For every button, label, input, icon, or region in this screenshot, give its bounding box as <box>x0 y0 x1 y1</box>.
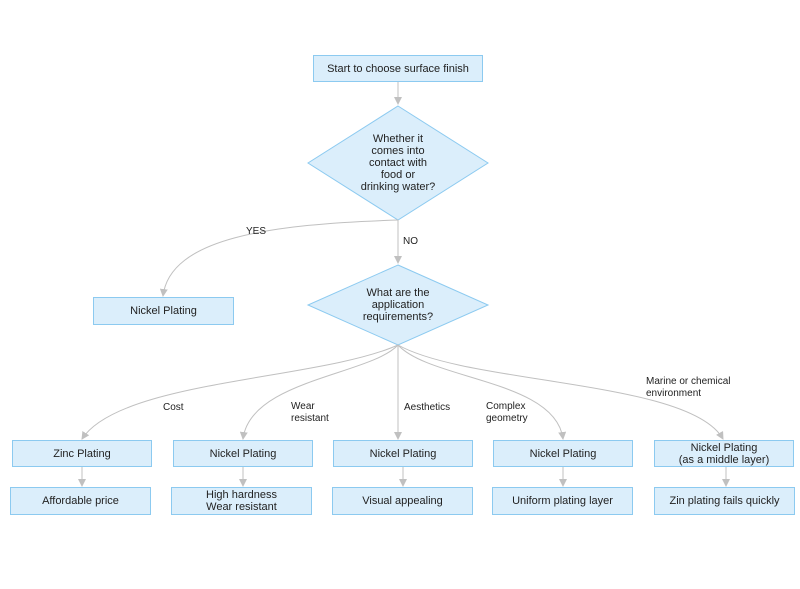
start-box: Start to choose surface finish <box>313 55 483 82</box>
branch-label-complex: Complex geometry <box>486 401 528 424</box>
result-box-aesthetics: Visual appealing <box>332 487 473 515</box>
start-label: Start to choose surface finish <box>327 62 469 75</box>
finish-label: Nickel Plating <box>369 447 437 460</box>
finish-label: Nickel Plating <box>209 447 277 460</box>
decision-application-text: What are the application requirements? <box>362 287 434 323</box>
finish-label: Zinc Plating <box>53 447 111 460</box>
connector-wear <box>239 344 399 440</box>
result-box-complex: Uniform plating layer <box>492 487 633 515</box>
finish-label: Nickel Plating (as a middle layer) <box>678 441 770 466</box>
result-label: Visual appealing <box>362 495 443 507</box>
finish-box-complex: Nickel Plating <box>493 440 633 467</box>
result-label: Affordable price <box>42 495 119 507</box>
finish-box-cost: Zinc Plating <box>12 440 152 467</box>
yes-label: YES <box>246 226 267 237</box>
yes-result-label: Nickel Plating <box>130 305 197 317</box>
result-box-cost: Affordable price <box>10 487 151 515</box>
branch-label-marine: Marine or chemical environment <box>646 376 731 399</box>
connector-yes <box>159 219 399 297</box>
no-label: NO <box>403 236 418 247</box>
connector-cost <box>81 344 399 440</box>
connector-complex <box>397 344 567 440</box>
result-box-wear: High hardness Wear resistant <box>171 487 312 515</box>
finish-box-marine: Nickel Plating (as a middle layer) <box>654 440 794 467</box>
branch-label-aesthetics: Aesthetics <box>404 402 451 413</box>
branch-label-wear: Wear resistant <box>291 401 329 424</box>
finish-label: Nickel Plating <box>529 447 597 460</box>
finish-box-aesthetics: Nickel Plating <box>333 440 473 467</box>
branch-label-cost: Cost <box>163 402 184 413</box>
result-label: High hardness Wear resistant <box>206 489 277 513</box>
result-label: Zin plating fails quickly <box>669 495 780 507</box>
finish-box-wear: Nickel Plating <box>173 440 313 467</box>
connector-marine <box>397 344 724 440</box>
decision-food-text: Whether it comes into contact with food … <box>360 133 436 193</box>
result-label: Uniform plating layer <box>512 495 613 507</box>
yes-result-box: Nickel Plating <box>93 297 234 325</box>
result-box-marine: Zin plating fails quickly <box>654 487 795 515</box>
